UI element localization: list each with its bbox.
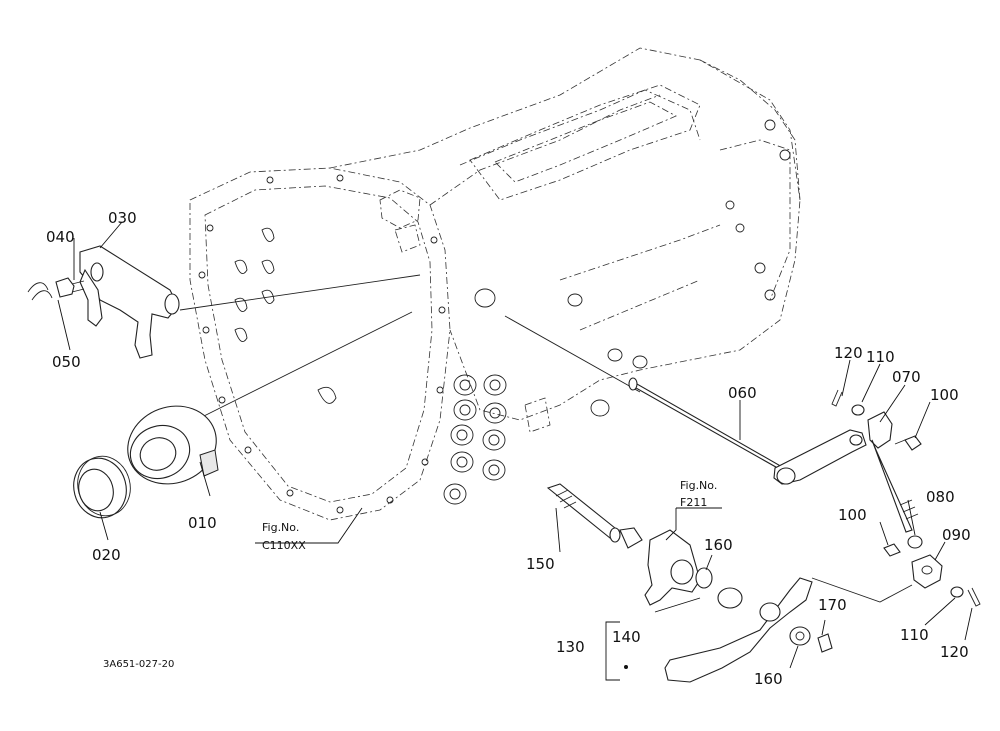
- label-070: 070: [892, 368, 921, 386]
- fig-ref-housing-line1: Fig.No.: [262, 521, 299, 534]
- clutch-pedal-lever: [664, 577, 833, 683]
- leader-lines: [57, 221, 973, 669]
- label-170: 170: [818, 596, 847, 614]
- shaft-axis-line: [504, 315, 641, 393]
- label-160-top: 160: [704, 536, 733, 554]
- label-120-top: 120: [834, 344, 863, 362]
- group-bracket-130: [605, 621, 620, 681]
- label-130: 130: [556, 638, 585, 656]
- transmission-housing: [189, 47, 801, 521]
- bearing-axis-line: [199, 311, 413, 419]
- label-050: 050: [52, 353, 81, 371]
- shaft-150: [546, 483, 643, 549]
- group-dot: [624, 665, 628, 669]
- label-030: 030: [108, 209, 137, 227]
- fig-ref-lever-line2: F211: [680, 496, 707, 509]
- label-100-top: 100: [930, 386, 959, 404]
- label-060: 060: [728, 384, 757, 402]
- fig-ref-lever-line1: Fig.No.: [680, 479, 717, 492]
- rod-assembly: [831, 389, 981, 607]
- label-140: 140: [612, 628, 641, 646]
- label-120-bottom: 120: [940, 643, 969, 661]
- fig-ref-housing-line2: C110XX: [262, 539, 306, 552]
- label-040: 040: [46, 228, 75, 246]
- release-bearing-010: [127, 405, 219, 485]
- bolt-040: [27, 277, 85, 301]
- label-100-mid: 100: [838, 506, 867, 524]
- release-fork-030: [79, 245, 180, 359]
- fork-axis-line: [179, 274, 421, 311]
- label-090: 090: [942, 526, 971, 544]
- hub-020: [73, 455, 131, 519]
- label-080: 080: [926, 488, 955, 506]
- link-line: [811, 577, 913, 603]
- label-160-bottom: 160: [754, 670, 783, 688]
- label-110-bottom: 110: [900, 626, 929, 644]
- drawing-id: 3A651-027-20: [103, 659, 174, 670]
- release-shaft-060: [628, 377, 867, 485]
- label-010: 010: [188, 514, 217, 532]
- lever-assembly-f211: [644, 529, 743, 609]
- label-020: 020: [92, 546, 121, 564]
- label-150: 150: [526, 555, 555, 573]
- label-110-top: 110: [866, 348, 895, 366]
